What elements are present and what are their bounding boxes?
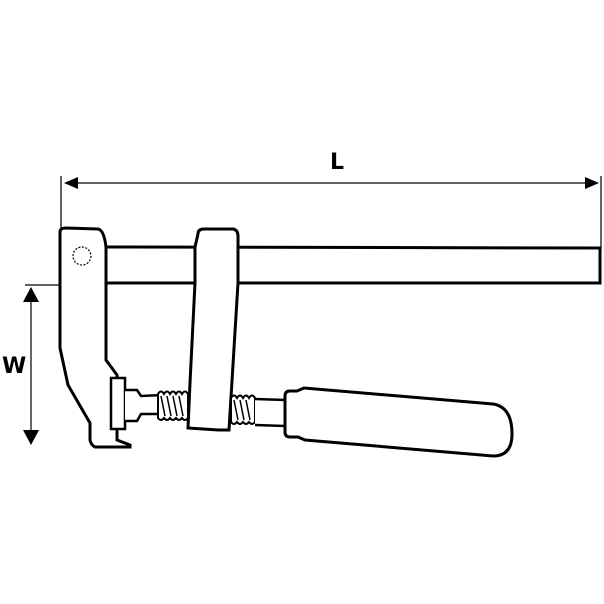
screw-thread-left — [157, 390, 189, 421]
dimension-label-length: L — [330, 150, 345, 175]
handle — [283, 386, 514, 458]
dimension-width — [23, 284, 102, 445]
pressure-pad — [109, 376, 164, 431]
bar — [104, 245, 602, 285]
screw-spindle — [254, 397, 287, 428]
dimension-length — [60, 176, 602, 250]
dimension-label-width: W — [2, 354, 27, 379]
screw-thread-right — [230, 394, 256, 425]
sliding-jaw — [186, 227, 240, 432]
pivot-hole-icon — [72, 246, 92, 266]
